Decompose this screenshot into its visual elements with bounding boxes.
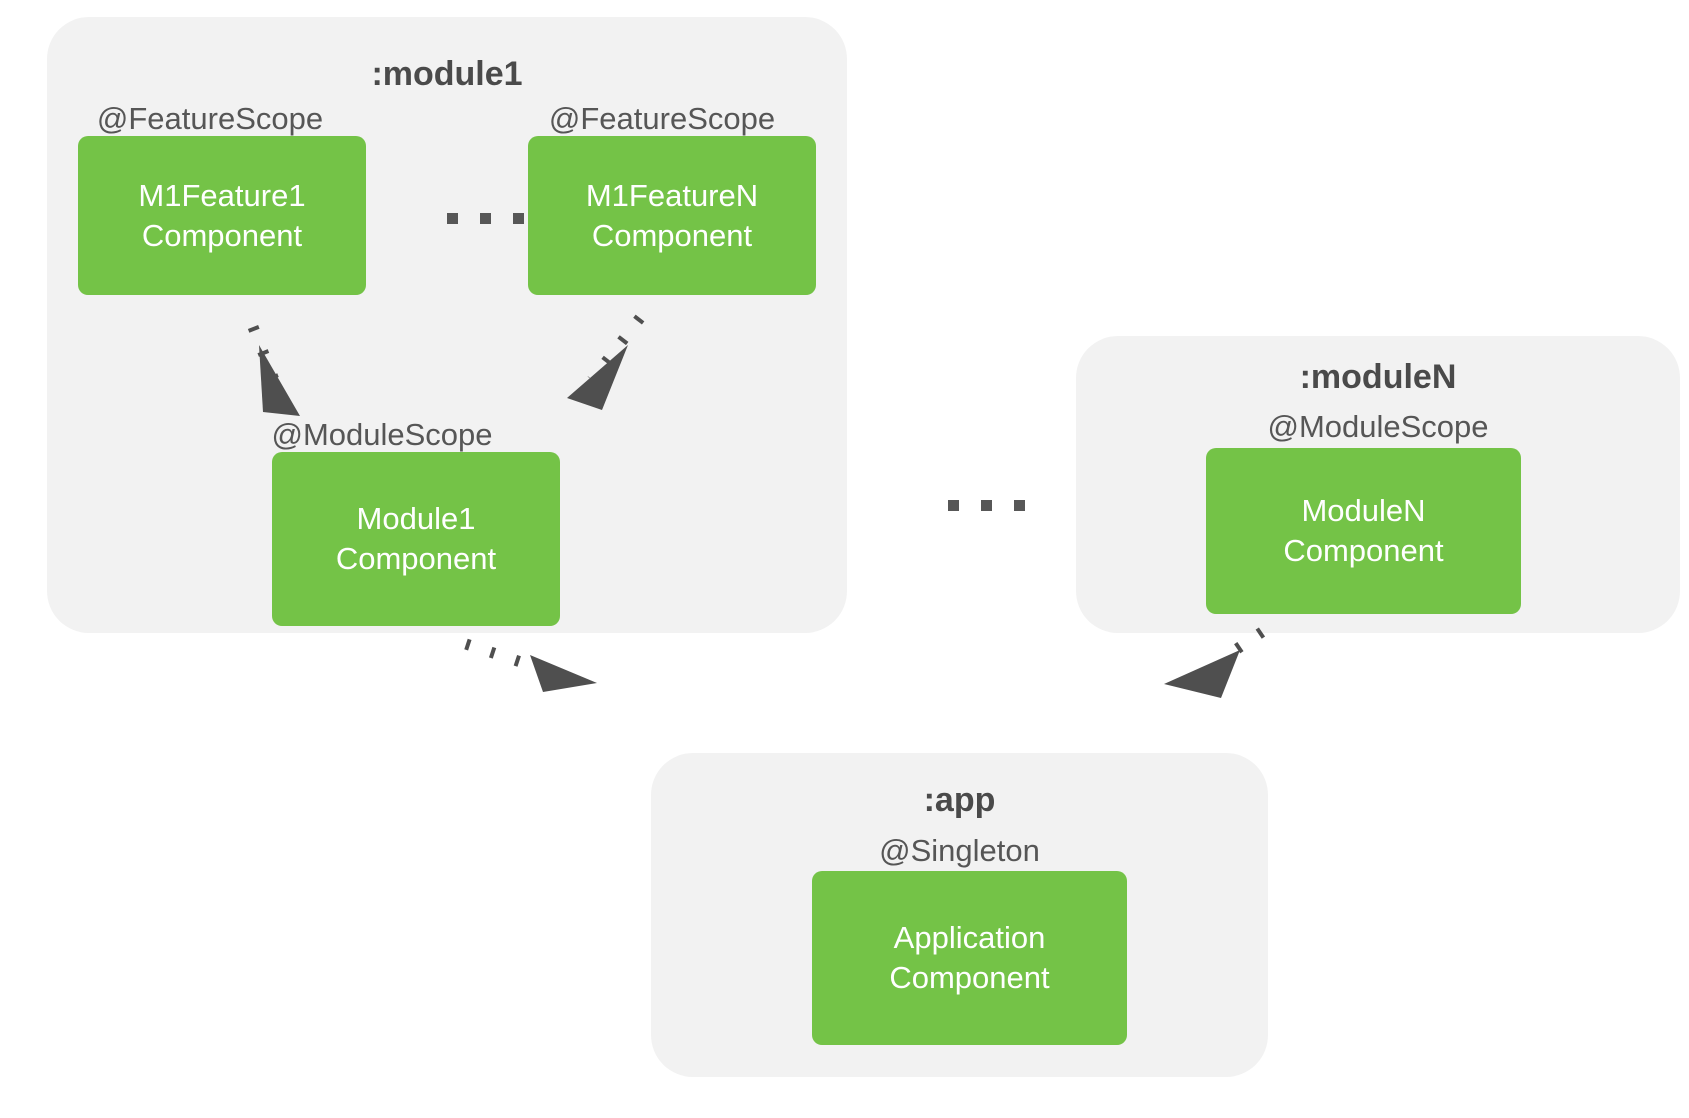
component-moduleN[interactable]: ModuleN Component: [1206, 448, 1521, 614]
arrow-moduleN-to-application: [1164, 627, 1266, 698]
ellipsis-dot: [447, 213, 458, 224]
panel-moduleN: :moduleN @ModuleScope ModuleN Component: [1076, 336, 1680, 633]
ellipsis-between-modules: [948, 500, 1025, 511]
component-m1feature1-line1: M1Feature1: [138, 177, 306, 213]
component-m1featureN[interactable]: M1FeatureN Component: [528, 136, 816, 295]
scope-label-m1featureN: @FeatureScope: [548, 101, 776, 136]
component-module1-line1: Module1: [356, 501, 476, 537]
component-module1[interactable]: Module1 Component: [272, 452, 560, 626]
component-module1-line2: Component: [335, 541, 497, 576]
scope-label-app: @Singleton: [879, 833, 1040, 868]
scope-label-m1feature1: @FeatureScope: [96, 101, 324, 136]
panel-moduleN-title: :moduleN: [1299, 358, 1457, 396]
ellipsis-dot: [948, 500, 959, 511]
component-application-line1: Application: [893, 920, 1046, 956]
panel-app-title: :app: [923, 781, 996, 819]
panel-module1-title: :module1: [371, 55, 523, 93]
component-moduleN-line2: Component: [1283, 533, 1444, 568]
arrow-module1-to-application: [464, 638, 597, 692]
scope-label-moduleN: @ModuleScope: [1267, 409, 1489, 444]
panel-app: :app @Singleton Application Component: [651, 753, 1268, 1077]
scope-label-module1: @ModuleScope: [271, 417, 493, 452]
ellipsis-between-features: [447, 213, 524, 224]
component-m1featureN-line2: Component: [591, 217, 753, 253]
ellipsis-dot: [1014, 500, 1025, 511]
component-m1featureN-line1: M1FeatureN: [585, 177, 759, 213]
component-application-line2: Component: [889, 960, 1050, 995]
component-application[interactable]: Application Component: [812, 871, 1127, 1045]
component-m1feature1-line2: Component: [141, 217, 303, 253]
ellipsis-dot: [981, 500, 992, 511]
component-moduleN-line1: ModuleN: [1301, 493, 1426, 529]
component-m1feature1[interactable]: M1Feature1 Component: [78, 136, 366, 295]
panel-module1: :module1 @FeatureScope @FeatureScope M1F…: [47, 17, 847, 633]
ellipsis-dot: [480, 213, 491, 224]
ellipsis-dot: [513, 213, 524, 224]
